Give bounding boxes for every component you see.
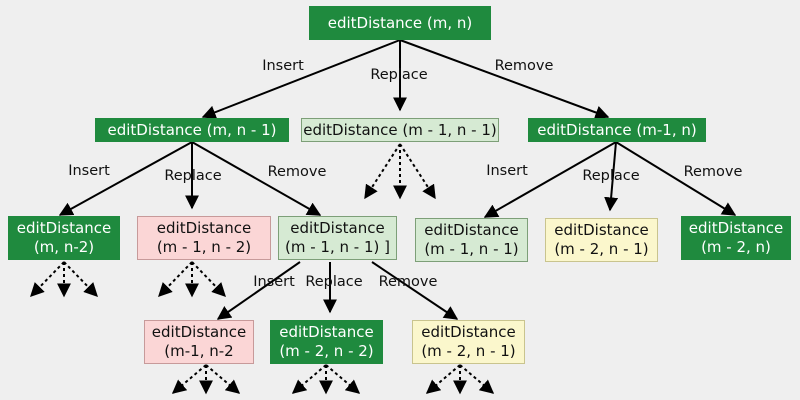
- node-line1: editDistance: [421, 323, 516, 341]
- node-line2: (m, n-2): [33, 238, 95, 256]
- continuation-arrow: [30, 261, 65, 298]
- node-a: editDistance(m, n-2): [8, 216, 120, 260]
- node-label: editDistance (m - 1, n - 1): [303, 120, 497, 139]
- edge-label-insert: Insert: [262, 58, 304, 74]
- node-e: editDistance(m - 2, n - 1): [545, 218, 658, 262]
- node-i: editDistance(m - 2, n - 1): [412, 320, 525, 364]
- node-line2: (m - 1, n - 1): [424, 240, 519, 258]
- edge-arrow: [201, 39, 401, 119]
- edge-label-insert: Insert: [253, 274, 295, 290]
- edge-arrow: [191, 141, 322, 216]
- node-label: editDistance (m, n - 1): [107, 120, 277, 139]
- edge-label-insert: Insert: [68, 163, 110, 179]
- node-h: editDistance(m - 2, n - 2): [270, 320, 383, 364]
- node-root-label: editDistance (m, n): [327, 13, 473, 32]
- edge-arrow: [371, 261, 459, 320]
- node-line2: (m - 2, n - 1): [554, 240, 649, 258]
- node-line1: editDistance: [688, 219, 784, 237]
- node-line2: (m - 2, n - 1): [421, 342, 516, 360]
- continuation-arrow: [399, 143, 436, 200]
- node-d: editDistance(m - 1, n - 1): [415, 218, 528, 262]
- edge-label-remove: Remove: [494, 58, 554, 74]
- node-line1: editDistance: [279, 323, 374, 341]
- node-line1: editDistance: [16, 219, 112, 237]
- continuation-arrow: [158, 261, 193, 298]
- edge-label-remove: Remove: [267, 164, 327, 180]
- edge-arrow: [604, 141, 619, 212]
- node-replace-child: editDistance (m - 1, n - 1): [301, 118, 499, 142]
- node-line1: editDistance: [424, 221, 519, 239]
- node-line2: (m - 2, n): [701, 238, 771, 256]
- edge-arrow: [216, 261, 301, 320]
- node-line2: (m-1, n-2: [164, 342, 234, 360]
- continuation-arrow: [63, 261, 98, 298]
- edge-label-replace: Replace: [582, 168, 640, 184]
- edge-arrow: [615, 141, 737, 216]
- node-line2: (m - 2, n - 2): [279, 342, 374, 360]
- node-line2: (m - 1, n - 2): [156, 238, 252, 256]
- node-line1: editDistance: [554, 221, 649, 239]
- continuation-arrow: [325, 364, 361, 394]
- edge-label-remove: Remove: [683, 164, 743, 180]
- node-f: editDistance(m - 2, n): [681, 216, 791, 260]
- edge-arrow: [483, 141, 617, 218]
- node-remove-child: editDistance (m-1, n): [528, 118, 706, 142]
- node-g: editDistance(m-1, n-2: [144, 320, 254, 364]
- node-c: editDistance(m - 1, n - 1) ]: [278, 216, 397, 260]
- node-insert-child: editDistance (m, n - 1): [95, 118, 289, 142]
- edge-arrow: [58, 141, 193, 216]
- node-line1: editDistance: [290, 219, 385, 237]
- continuation-arrow: [425, 364, 461, 394]
- continuation-arrow: [291, 364, 327, 394]
- node-b: editDistance(m - 1, n - 2): [137, 216, 271, 260]
- node-root: editDistance (m, n): [309, 6, 491, 40]
- continuation-arrow: [364, 143, 401, 200]
- node-label: editDistance (m-1, n): [537, 120, 697, 139]
- edge-label-replace: Replace: [164, 168, 222, 184]
- continuation-arrow: [205, 364, 241, 394]
- edge-label-remove: Remove: [378, 274, 438, 290]
- edge-label-replace: Replace: [305, 274, 363, 290]
- edge-label-insert: Insert: [486, 163, 528, 179]
- node-line2: (m - 1, n - 1) ]: [285, 238, 390, 256]
- edge-label-replace: Replace: [370, 67, 428, 83]
- edge-arrow: [399, 39, 610, 120]
- node-line1: editDistance: [151, 323, 247, 341]
- continuation-arrow: [459, 364, 495, 394]
- continuation-arrow: [191, 261, 226, 298]
- continuation-arrow: [171, 364, 207, 394]
- node-line1: editDistance: [156, 219, 252, 237]
